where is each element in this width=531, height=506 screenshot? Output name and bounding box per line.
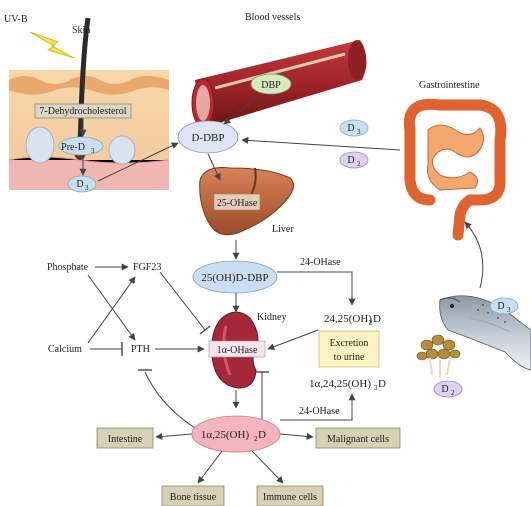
24-ohase-bottom-label: 24-OHase: [299, 406, 340, 417]
intestine-label: Intestine: [108, 434, 143, 445]
intestine-illustration: [409, 104, 500, 235]
calcitriol-suffix: D: [258, 429, 266, 441]
25-ohase-label: 25-OHase: [217, 198, 258, 209]
d3-gut-subscript: 3: [357, 128, 361, 136]
to-urine-label: to urine: [334, 352, 365, 363]
malignant-cells-label: Malignant cells: [327, 434, 389, 445]
mushroom-illustration: [417, 335, 460, 378]
excretion-label: Excretion: [330, 338, 369, 349]
24-25oh2d-suffix: D: [373, 313, 381, 325]
immune-cells-label: Immune cells: [263, 492, 317, 503]
phosphate-label: Phosphate: [47, 262, 89, 273]
liver-label: Liver: [272, 224, 294, 235]
bone-tissue-label: Bone tissue: [170, 492, 217, 503]
gastrointestine-label: Gastrointestine: [419, 80, 480, 91]
d3-skin-subscript: 3: [85, 184, 89, 192]
pth-label: PTH: [131, 344, 150, 355]
d2-mushroom-subscript: 2: [451, 389, 455, 397]
d2-gut-subscript: 2: [357, 160, 361, 168]
25ohd-dbp-label: 25(OH)D-DBP: [201, 272, 268, 284]
pre-d3-subscript: 3: [91, 147, 95, 155]
1a-ohase-label: 1α-OHase: [217, 345, 258, 356]
kidney-label: Kidney: [257, 312, 286, 323]
d-dbp-label: D-DBP: [191, 132, 224, 144]
24-25oh2d-label: 24,25(OH): [324, 313, 372, 325]
1a-24-25oh3d-label: 1α,24,25(OH): [309, 378, 371, 390]
d2-mushroom-label: D: [441, 384, 448, 395]
uvb-label: UV-B: [4, 14, 28, 25]
blood-vessels-label: Blood vessels: [245, 12, 300, 23]
24-ohase-top-label: 24-OHase: [300, 257, 341, 268]
d2-gut-label: D: [347, 155, 354, 166]
pre-d3-label: Pre-D: [61, 142, 85, 153]
skin-label: Skin: [72, 25, 90, 36]
calcium-label: Calcium: [48, 344, 82, 355]
d3-gut-label: D: [347, 123, 354, 134]
d3-fish-label: D: [497, 301, 504, 312]
calcitriol-label: 1α,25(OH): [201, 429, 250, 441]
7-dehydrocholesterol-label: 7-Dehydrocholesterol: [39, 106, 126, 117]
d3-skin-label: D: [76, 179, 83, 190]
d3-fish-subscript: 3: [507, 306, 511, 314]
1a-24-25oh3d-suffix: D: [378, 378, 386, 390]
lightning-icon: [30, 32, 74, 58]
dbp-label: DBP: [261, 80, 281, 91]
fgf23-label: FGF23: [133, 262, 161, 273]
